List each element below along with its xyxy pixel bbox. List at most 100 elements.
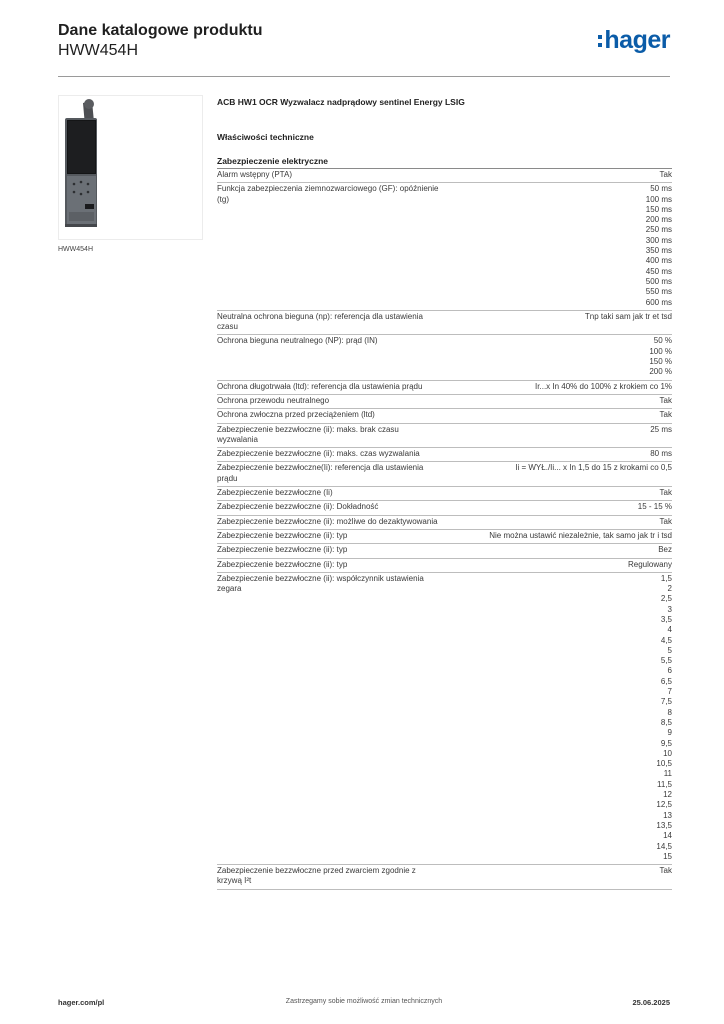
spec-value-line: 6 <box>667 666 672 676</box>
spec-value-line: 7 <box>667 687 672 697</box>
spec-row: Neutralna ochrona bieguna (np): referenc… <box>217 311 672 336</box>
spec-value-line: 14 <box>663 831 672 841</box>
spec-value-line: 11,5 <box>657 779 672 789</box>
spec-value-line: 200 ms <box>645 215 672 225</box>
spec-value: Tak <box>447 396 672 406</box>
spec-label: Ochrona długotrwała (ltd): referencja dl… <box>217 381 423 391</box>
spec-value-line: 80 ms <box>650 449 672 459</box>
spec-value-line: 8,5 <box>660 717 672 727</box>
spec-row: Zabezpieczenie bezzwłoczne (ii): współcz… <box>217 573 672 866</box>
spec-value-line: 9 <box>667 728 672 738</box>
footer-disclaimer: Zastrzegamy sobie możliwość zmian techni… <box>285 998 443 1005</box>
spec-row: Zabezpieczenie bezzwłoczne (ii): typ Regu… <box>217 559 672 573</box>
logo-dots-icon <box>598 35 603 47</box>
spec-value-line: Tak <box>659 170 672 179</box>
spec-value-line: 12 <box>663 790 672 800</box>
spec-value: Tak <box>447 410 672 420</box>
spec-value-line: 3,5 <box>660 614 672 624</box>
product-details: ACB HW1 OCR Wyzwalacz nadprądowy sentine… <box>217 97 672 890</box>
spec-label: Zabezpieczenie bezzwłoczne (ii): możliwe… <box>217 516 438 526</box>
spec-value-line: Tak <box>659 395 672 405</box>
footer-date: 25.06.2025 <box>632 998 670 1007</box>
spec-value-line: 500 ms <box>645 276 672 286</box>
spec-row: Alarm wstępny (PTA) Tak <box>217 169 672 184</box>
spec-value-line: 13,5 <box>656 820 672 830</box>
spec-value-line: 150 % <box>649 357 672 367</box>
spec-value: 80 ms <box>447 449 672 459</box>
spec-label: Ochrona zwłoczna przed przeciążeniem (lt… <box>217 410 375 420</box>
product-name: ACB HW1 OCR Wyzwalacz nadprądowy sentine… <box>217 97 465 107</box>
spec-value-line: 400 ms <box>645 256 672 266</box>
spec-value-line: 50 % <box>653 336 672 346</box>
spec-row: Zabezpieczenie bezzwłoczne(Ii): referenc… <box>217 462 672 488</box>
spec-row: Zabezpieczenie bezzwłoczne (Ii) Tak <box>217 487 672 502</box>
spec-value-line: 200 % <box>649 367 672 377</box>
spec-value: 15 - 15 % <box>447 502 672 512</box>
group-title: Zabezpieczenie elektryczne <box>217 156 672 169</box>
spec-row: Zabezpieczenie bezzwłoczne (ii): maks. c… <box>217 448 672 463</box>
spec-value-line: 350 ms <box>645 246 672 256</box>
spec-value-line: 450 ms <box>645 266 672 276</box>
spec-value: Nie można ustawić niezależnie, tak samo … <box>447 531 672 541</box>
spec-label: Zabezpieczenie bezzwłoczne (ii): typ <box>217 559 348 569</box>
spec-row: Ochrona przewodu neutralnego Tak <box>217 395 672 410</box>
spec-label: Zabezpieczenie bezzwłoczne (ii): Dokładn… <box>217 502 379 512</box>
spec-value-line: 3 <box>667 604 672 614</box>
spec-label: Zabezpieczenie bezzwłoczne (ii): maks. c… <box>217 449 420 459</box>
spec-value-line: 250 ms <box>645 225 672 235</box>
spec-value: Tak <box>447 517 672 527</box>
spec-value-line: Tak <box>659 488 672 498</box>
image-caption: HWW454H <box>58 246 94 253</box>
spec-value-line: Bez <box>658 545 672 555</box>
spec-label: Zabezpieczenie bezzwłoczne (ii): typ <box>217 545 348 555</box>
spec-value-line: Tak <box>659 410 672 420</box>
trip-unit-image-icon <box>59 96 202 239</box>
spec-value-line: 8 <box>667 707 672 717</box>
spec-value: 50 %100 %150 %200 % <box>447 336 672 377</box>
spec-value-line: 13 <box>663 810 672 820</box>
spec-label: Neutralna ochrona bieguna (np): referenc… <box>217 311 423 332</box>
spec-value-line: 300 ms <box>645 235 672 245</box>
spec-label: Alarm wstępny (PTA) <box>217 170 292 179</box>
spec-row: Ochrona bieguna neutralnego (NP): prąd (… <box>217 335 672 381</box>
spec-value-line: 7,5 <box>660 697 672 707</box>
spec-row: Funkcja zabezpieczenia ziemnozwarciowego… <box>217 183 672 311</box>
spec-value-line: Regulowany <box>627 559 672 569</box>
spec-row: Zabezpieczenie bezzwłoczne (ii): możliwe… <box>217 516 672 530</box>
spec-value-line: 12,5 <box>656 800 672 810</box>
hager-logo: hager <box>598 24 670 54</box>
spec-label: Funkcja zabezpieczenia ziemnozwarciowego… <box>217 184 439 204</box>
spec-value-line: 550 ms <box>645 287 672 297</box>
spec-value-line: 6,5 <box>660 676 672 686</box>
spec-value-line: Tak <box>659 866 672 876</box>
spec-value-line: 15 - 15 % <box>637 502 672 512</box>
spec-value-line: 2,5 <box>660 594 672 604</box>
spec-row: Zabezpieczenie bezzwłoczne przed zwarcie… <box>217 865 672 890</box>
spec-value-line: 11 <box>663 769 672 779</box>
spec-value: Regulowany <box>447 560 672 570</box>
spec-row: Ochrona długotrwała (ltd): referencja dl… <box>217 381 672 395</box>
spec-label: Zabezpieczenie bezzwłoczne (Ii) <box>217 488 333 498</box>
spec-value-line: 4 <box>667 625 672 635</box>
spec-value-line: 150 ms <box>645 204 672 214</box>
spec-value: Ii = WYŁ./Ii... x In 1,5 do 15 z krokami… <box>447 463 672 473</box>
spec-value-line: 600 ms <box>645 297 672 307</box>
spec-value-line: 5 <box>667 645 672 655</box>
spec-value-line: Ir...x In 40% do 100% z krokiem co 1% <box>535 381 672 391</box>
spec-value-line: 5,5 <box>660 656 672 666</box>
spec-row: Zabezpieczenie bezzwłoczne (ii): maks. b… <box>217 424 672 449</box>
spec-value-line: 9,5 <box>660 738 672 748</box>
spec-value: Tak <box>447 866 672 876</box>
spec-value-line: 1,5 <box>660 573 672 583</box>
spec-value-line: 100 ms <box>645 194 672 204</box>
spec-value-line: 14,5 <box>656 841 672 851</box>
spec-value: Tnp taki sam jak tr et tsd <box>447 312 672 322</box>
spec-value-line: Tak <box>659 516 672 526</box>
product-image <box>58 95 203 240</box>
spec-value-line: 2 <box>667 584 672 594</box>
spec-label: Ochrona przewodu neutralnego <box>217 395 330 405</box>
